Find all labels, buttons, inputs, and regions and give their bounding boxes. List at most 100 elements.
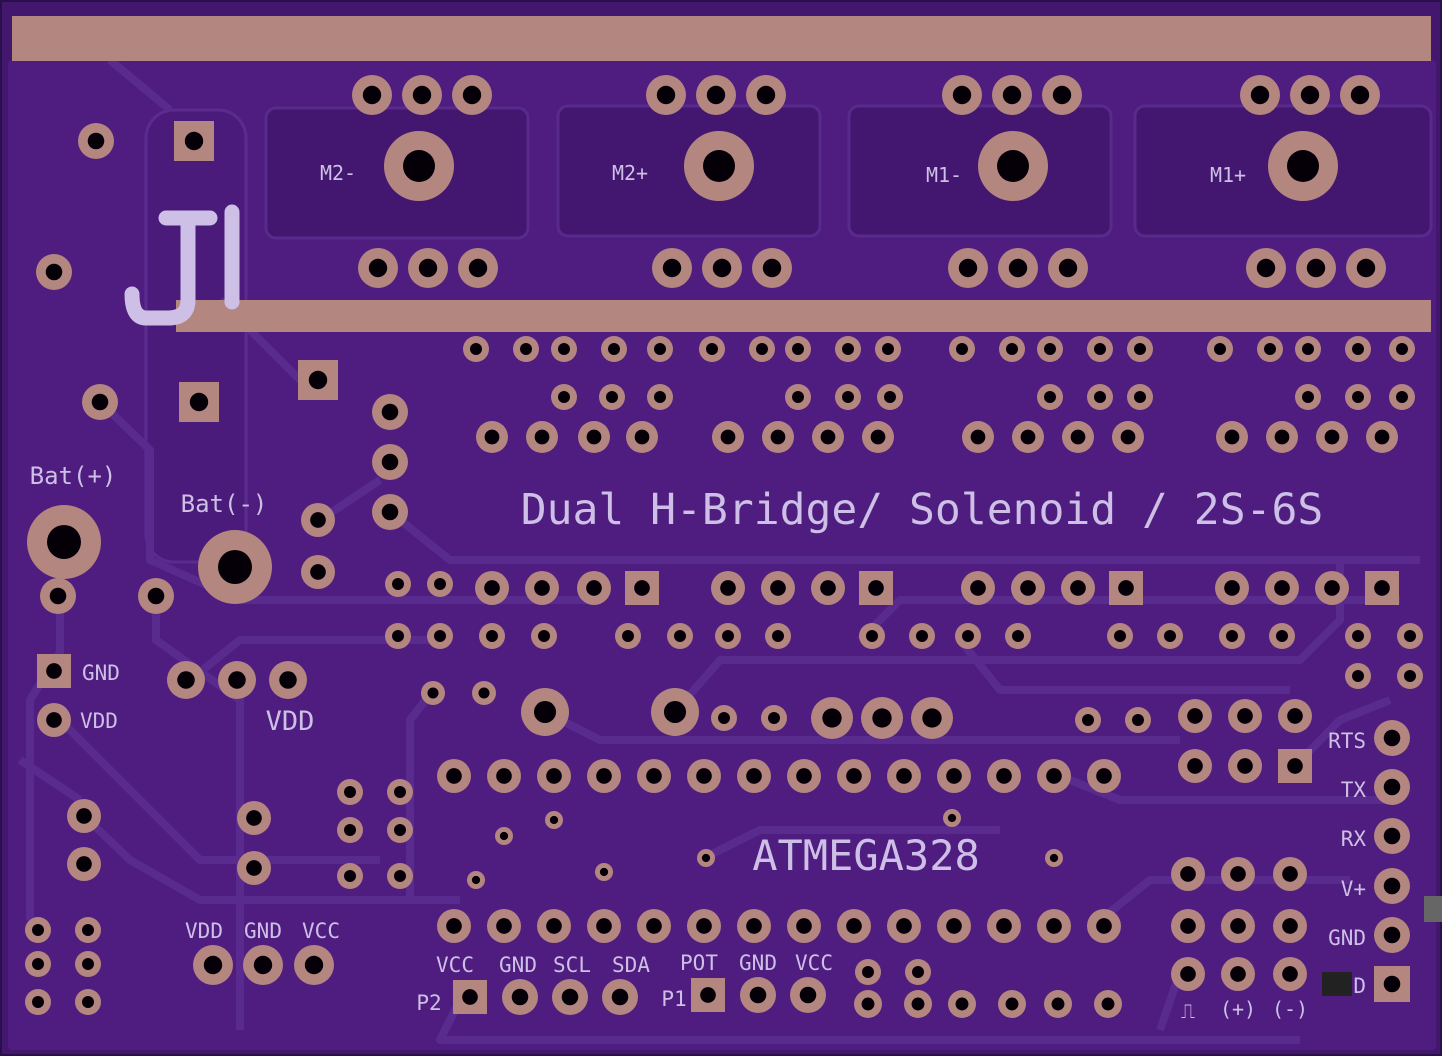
- motor-terminal-0-drill: [403, 150, 435, 182]
- ctrl-row-2-2-drill: [1070, 580, 1086, 596]
- p2-pin-vcc-label: VCC: [436, 953, 474, 977]
- driver-row-a-12-drill: [1044, 343, 1056, 355]
- top-busbar: [12, 16, 1431, 61]
- p1-pin-gnd-label: GND: [739, 951, 777, 975]
- ctrl-row-3-2-drill: [1324, 580, 1340, 596]
- driver-row-c-3-drill: [634, 429, 650, 445]
- serial-gnd-label: GND: [1328, 926, 1366, 950]
- trace-15: [397, 516, 1420, 564]
- mcu-bottom-row-2-drill: [546, 918, 562, 934]
- left-col-c-0-drill: [246, 810, 262, 826]
- driver-row-c-9-drill: [1020, 429, 1036, 445]
- via-d-drill: [701, 853, 711, 863]
- ctrl-small-a-1-drill: [434, 578, 446, 590]
- reset-header-sq-drill: [1287, 758, 1303, 774]
- mcu-top-row-2-drill: [546, 768, 562, 784]
- servo-header-pads-1-drill: [253, 955, 273, 975]
- ctrl-row-small-b-0-drill: [1352, 670, 1364, 682]
- ctrl-row-0-1-drill: [534, 580, 550, 596]
- edge-row-0-0-drill: [32, 924, 44, 936]
- driver-row-b-0-drill: [558, 391, 570, 403]
- bottom-small-a-1-drill: [912, 966, 924, 978]
- bat-neg-terminal-drill: [218, 550, 252, 584]
- isp-row-1-1-drill: [394, 824, 406, 836]
- trace-7: [406, 691, 434, 900]
- bottom-small-b-0-drill: [861, 997, 875, 1011]
- ctrl-row-small-1-drill: [434, 630, 446, 642]
- p2-pins-1-drill: [561, 988, 579, 1006]
- reset-header-1-drill: [1237, 708, 1253, 724]
- pwr-pad-e-drill: [189, 392, 209, 412]
- caps-small-b-0-drill: [1082, 714, 1094, 726]
- driver-row-a-17-drill: [1302, 343, 1314, 355]
- bottom-terminal-row-m1-1-drill: [712, 258, 732, 278]
- bottom-terminal-row-m2-2-drill: [1058, 258, 1078, 278]
- mcu-top-row-6-drill: [746, 768, 762, 784]
- top-terminal-row-m2-2-drill: [1052, 85, 1072, 105]
- driver-row-b-10-drill: [1352, 391, 1364, 403]
- ctrl-row-3-0-drill: [1224, 580, 1240, 596]
- bottom-terminal-row-m1-0-drill: [662, 258, 682, 278]
- gnd-pad-drill: [46, 663, 62, 679]
- mcu-top-row-13-drill: [1096, 768, 1112, 784]
- p1-name-label: P1: [661, 987, 686, 1011]
- edge-fiducial: [1424, 896, 1442, 922]
- regulator-pads-2-drill: [922, 708, 942, 728]
- mcu-top-row-4-drill: [646, 768, 662, 784]
- driver-row-c-6-drill: [820, 429, 836, 445]
- top-terminal-row-m0-1-drill: [412, 85, 432, 105]
- serial-rx-label: RX: [1341, 827, 1367, 851]
- ctrl-row-small-16-drill: [1352, 630, 1364, 642]
- ctrl-row-small-0-drill: [392, 630, 404, 642]
- trace-3: [97, 399, 600, 604]
- reset-header-b-1-drill: [1237, 758, 1253, 774]
- vdd-header-2-drill: [279, 671, 297, 689]
- trace-5: [57, 717, 380, 864]
- ctrl-row-small-13-drill: [1164, 630, 1176, 642]
- p1-pin-pot-label: POT: [680, 951, 718, 975]
- bottom-small-b-2-drill: [955, 997, 969, 1011]
- mcu-bottom-row-6-drill: [746, 918, 762, 934]
- bottom-terminal-row-m3-0-drill: [1256, 258, 1276, 278]
- motor-label-m2-neg: M2-: [320, 161, 356, 185]
- signal-row-2-0-drill: [1180, 966, 1196, 982]
- mcu-top-row-8-drill: [846, 768, 862, 784]
- mcu-bottom-row-11-drill: [996, 918, 1012, 934]
- driver-row-a-10-drill: [956, 343, 968, 355]
- left-col-a-0-drill: [76, 808, 92, 824]
- top-terminal-row-m3-2-drill: [1350, 85, 1370, 105]
- driver-row-c-7-drill: [870, 429, 886, 445]
- signal-neg-label: (-): [1272, 997, 1308, 1021]
- motor-terminal-3-drill: [1287, 150, 1319, 182]
- via-a-drill: [499, 831, 509, 841]
- driver-row-a-2-drill: [558, 343, 570, 355]
- driver-row-a-18-drill: [1352, 343, 1364, 355]
- reg-pad-c-drill: [310, 564, 326, 580]
- mcu-bottom-row-3-drill: [596, 918, 612, 934]
- edge-row-1-0-drill: [32, 958, 44, 970]
- reset-header-b-0-drill: [1187, 758, 1203, 774]
- top-terminal-row-m1-2-drill: [756, 85, 776, 105]
- mcu-bottom-row-4-drill: [646, 918, 662, 934]
- p2-name-label: P2: [416, 991, 441, 1015]
- left-col-b-0-drill: [76, 856, 92, 872]
- caps-small-b-1-drill: [1132, 714, 1144, 726]
- serial-pin-5-drill: [1383, 975, 1401, 993]
- edge-row-2-0-drill: [32, 996, 44, 1008]
- driver-row-a-7-drill: [792, 343, 804, 355]
- p1-pins-1-drill: [799, 986, 817, 1004]
- edge-row-0-1-drill: [82, 924, 94, 936]
- top-terminal-row-m0-2-drill: [462, 85, 482, 105]
- mcu-label: ATMEGA328: [752, 831, 980, 880]
- top-terminal-row-m0-0-drill: [362, 85, 382, 105]
- caps-large-1-drill: [663, 700, 687, 724]
- ctrl-row-small-3-drill: [538, 630, 550, 642]
- p2-pin-sda-label: SDA: [612, 953, 650, 977]
- mcu-bottom-row-10-drill: [946, 918, 962, 934]
- driver-row-c-1-drill: [534, 429, 550, 445]
- reg-col-2-0-drill: [381, 503, 399, 521]
- servo-pin-vcc-label: VCC: [302, 919, 340, 943]
- top-terminal-row-m1-0-drill: [656, 85, 676, 105]
- ctrl-row-small-10-drill: [962, 630, 974, 642]
- driver-row-b-6-drill: [1044, 391, 1056, 403]
